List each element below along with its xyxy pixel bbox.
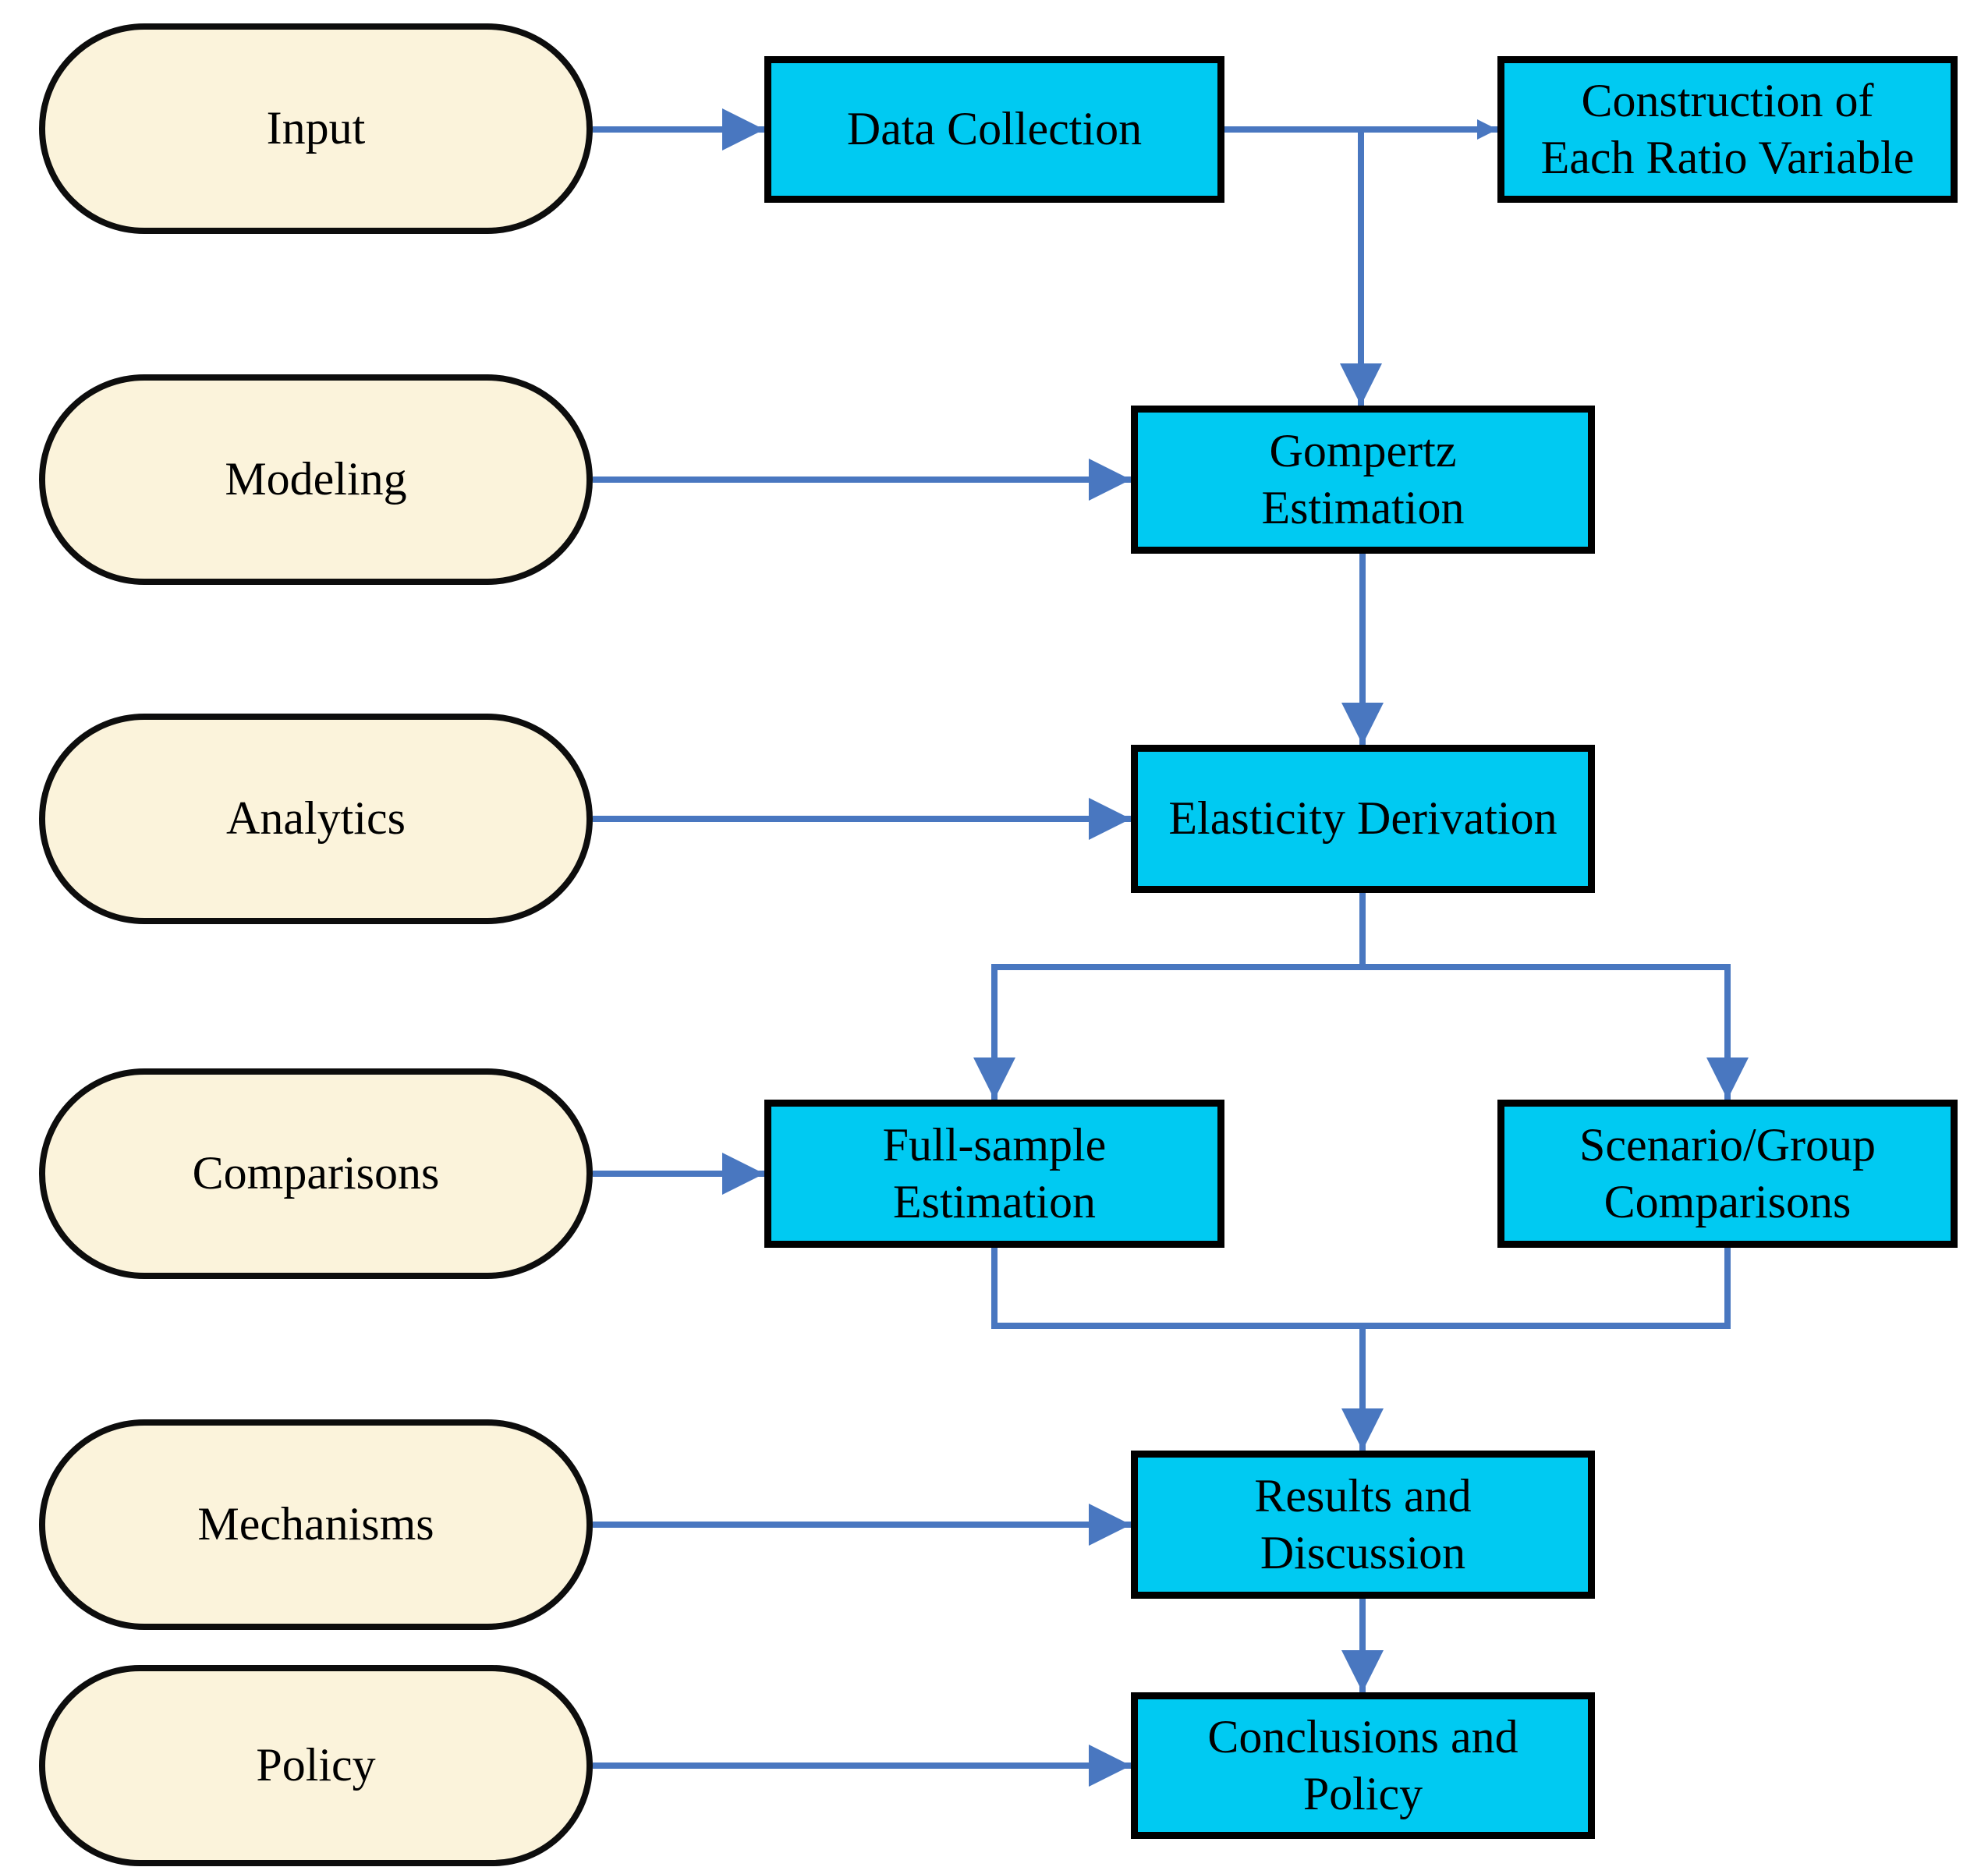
step-gompertz-estimation-label: Gompertz Estimation <box>1261 424 1465 533</box>
step-conclusions-policy-label: Conclusions and Policy <box>1207 1710 1518 1819</box>
step-gompertz-estimation: Gompertz Estimation <box>1131 406 1595 554</box>
stage-analytics-label: Analytics <box>226 792 406 845</box>
step-construction-ratio-variable-label: Construction of Each Ratio Variable <box>1540 74 1915 183</box>
step-results-discussion: Results and Discussion <box>1131 1451 1595 1599</box>
step-scenario-group-comparisons: Scenario/Group Comparisons <box>1497 1100 1958 1248</box>
step-conclusions-policy: Conclusions and Policy <box>1131 1692 1595 1839</box>
stage-analytics: Analytics <box>39 714 593 924</box>
step-results-discussion-label: Results and Discussion <box>1254 1469 1472 1578</box>
stage-modeling: Modeling <box>39 374 593 585</box>
step-elasticity-derivation: Elasticity Derivation <box>1131 745 1595 893</box>
step-elasticity-derivation-label: Elasticity Derivation <box>1168 792 1557 845</box>
step-data-collection: Data Collection <box>764 56 1224 203</box>
stage-policy: Policy <box>39 1665 593 1866</box>
step-full-sample-estimation-label: Full-sample Estimation <box>882 1118 1107 1228</box>
stage-comparisons-label: Comparisons <box>192 1147 440 1199</box>
stage-input-label: Input <box>266 102 366 154</box>
step-data-collection-label: Data Collection <box>846 103 1143 155</box>
stage-modeling-label: Modeling <box>225 453 407 505</box>
step-construction-ratio-variable: Construction of Each Ratio Variable <box>1497 56 1958 203</box>
stage-comparisons: Comparisons <box>39 1068 593 1279</box>
stage-policy-label: Policy <box>256 1739 376 1791</box>
stage-mechanisms-label: Mechanisms <box>197 1498 434 1550</box>
step-scenario-group-comparisons-label: Scenario/Group Comparisons <box>1579 1118 1876 1228</box>
stage-input: Input <box>39 23 593 234</box>
stage-mechanisms: Mechanisms <box>39 1419 593 1630</box>
step-full-sample-estimation: Full-sample Estimation <box>764 1100 1224 1248</box>
